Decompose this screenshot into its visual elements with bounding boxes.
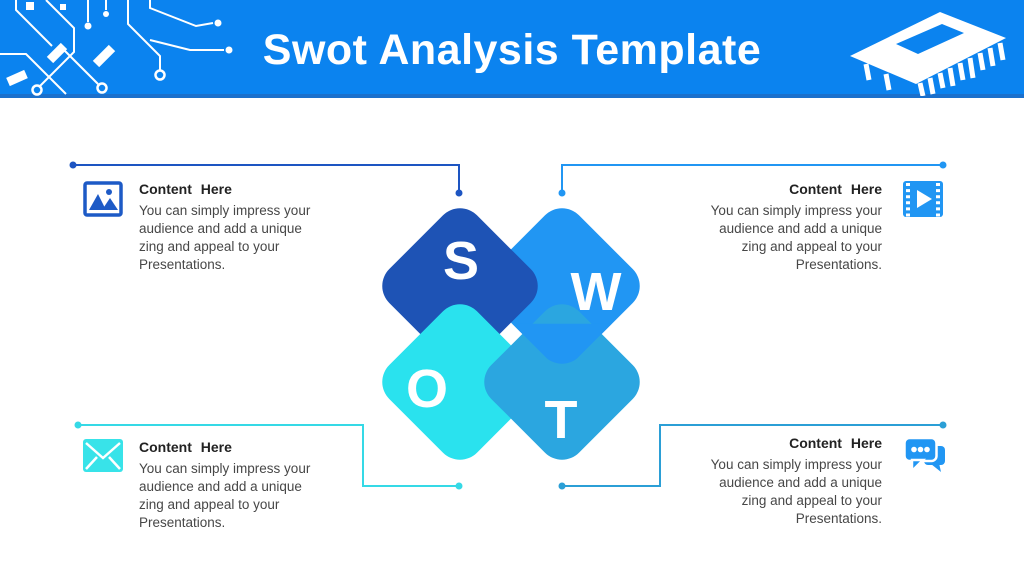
content-body: You can simply impress your audience and… <box>710 203 882 272</box>
content-heading: Content Here <box>789 181 882 197</box>
letter-w: W <box>570 262 622 322</box>
content-block-top-right: Content Here You can simply impress your… <box>700 181 943 274</box>
circuit-board-decoration <box>0 0 233 96</box>
letter-s: S <box>442 231 480 291</box>
content-block-bottom-left: Content Here You can simply impress your… <box>83 439 321 532</box>
video-icon <box>903 181 943 222</box>
microchip-icon <box>850 12 1006 96</box>
letter-o: O <box>405 359 449 419</box>
content-body: You can simply impress your audience and… <box>139 203 311 272</box>
content-block-top-left: Content Here You can simply impress your… <box>83 181 321 274</box>
chat-icon <box>903 435 947 482</box>
page-title: Swot Analysis Template <box>262 26 762 74</box>
content-body: You can simply impress your audience and… <box>139 461 311 530</box>
letter-t: T <box>544 390 578 450</box>
image-icon <box>83 181 123 222</box>
content-heading: Content Here <box>789 435 882 451</box>
content-heading: Content Here <box>139 181 232 197</box>
content-block-bottom-right: Content Here You can simply impress your… <box>700 435 947 528</box>
envelope-icon <box>83 439 123 477</box>
content-heading: Content Here <box>139 439 232 455</box>
content-body: You can simply impress your audience and… <box>710 457 882 526</box>
header-banner: Swot Analysis Template <box>0 0 1024 98</box>
